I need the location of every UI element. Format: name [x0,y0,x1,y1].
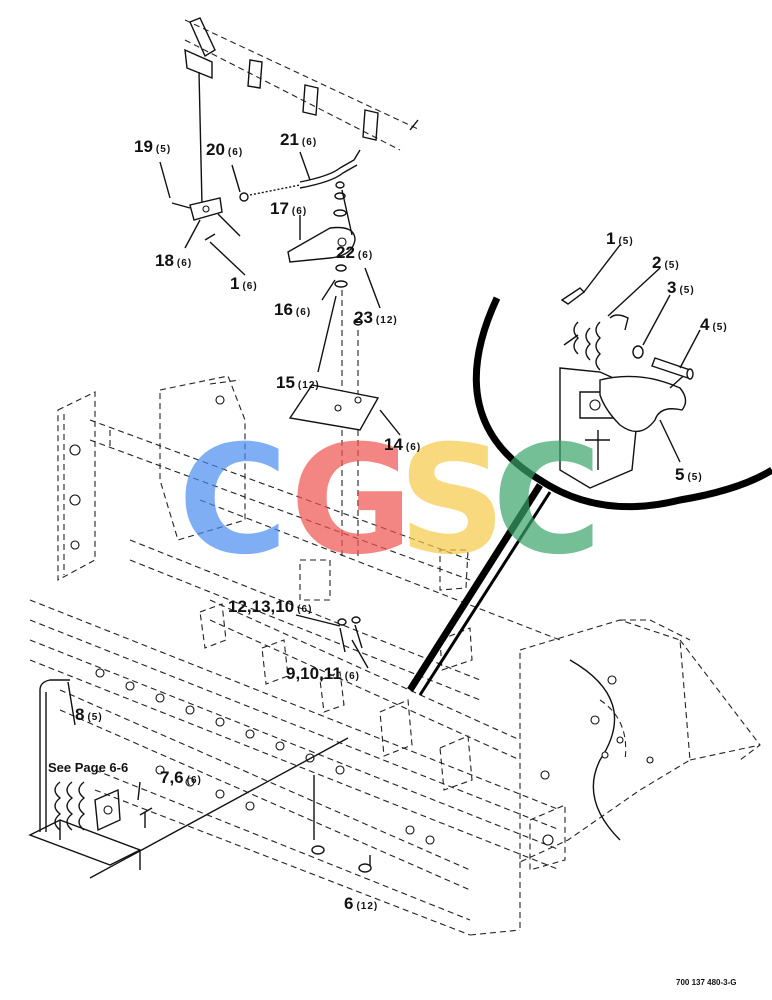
callout-c23: 23(12) [354,308,398,327]
callout-c22: 22(6) [336,243,373,262]
callout-quantity: (6) [406,442,421,453]
watermark-letter: C [492,414,602,588]
callout-number: 7,6 [160,768,184,787]
callout-number: 17 [270,199,289,218]
callout-number: 6 [344,894,353,913]
callout-c21: 21(6) [280,130,317,149]
callout-quantity: (6) [358,250,373,261]
callout-c8: 8(5) [75,705,103,724]
callout-quantity: (5) [156,144,171,155]
callout-c20: 20(6) [206,140,243,159]
callout-number: 5 [675,465,684,484]
callout-c2: 2(5) [652,253,680,272]
callout-c16: 16(6) [274,300,311,319]
callout-number: 20 [206,140,225,159]
callout-quantity: (6) [296,307,311,318]
callout-quantity: (5) [87,712,102,723]
leader-lines [67,151,701,801]
callout-number: 3 [667,278,676,297]
callout-c18: 18(6) [155,251,192,270]
callout-quantity: (6) [187,775,202,786]
callout-c6: 6(12) [344,894,378,913]
callout-quantity: (5) [712,322,727,333]
callout-c12: 12,13,10(6) [228,597,312,616]
callout-quantity: (5) [664,260,679,271]
callout-number: 9,10,11 [286,664,342,683]
callout-quantity: (5) [618,236,633,247]
callout-number: 18 [155,251,174,270]
callout-number: 4 [700,315,710,334]
callout-labels: 19(5)20(6)21(6)17(6)22(6)18(6)1(6)16(6)2… [75,130,728,913]
leader-line [89,737,349,879]
spring-assembly [28,679,153,870]
bolt-set [311,616,372,873]
reference-note: See Page 6-6 [48,760,128,775]
callout-quantity: (6) [228,147,243,158]
clevis-assembly [171,184,301,241]
callout-quantity: (12) [356,901,378,912]
callout-number: 22 [336,243,355,262]
callout-c7: 7,6(6) [160,768,202,787]
pivot-arm [287,181,363,326]
callout-number: 8 [75,705,84,724]
callout-number: 15 [276,373,295,392]
callout-number: 16 [274,300,293,319]
callout-quantity: (12) [376,315,398,326]
callout-c15: 15(12) [276,373,320,392]
callout-quantity: (6) [302,137,317,148]
watermark-letter: S [398,414,506,588]
callout-number: 21 [280,130,299,149]
detail-view [407,287,772,696]
callout-quantity: (6) [242,281,257,292]
callout-number: 1 [230,274,239,293]
callout-c3: 3(5) [667,278,695,297]
callout-c4: 4(5) [700,315,728,334]
callout-number: 23 [354,308,373,327]
drawing-number: 700 137 480-3-G [676,978,737,987]
main-frame [29,375,761,936]
watermark-letter: C [178,414,288,588]
callout-quantity: (6) [297,604,312,615]
watermark: C G S C [178,414,602,588]
callout-c1b: 1(5) [606,229,634,248]
callout-number: 12,13,10 [228,597,294,616]
callout-c17: 17(6) [270,199,307,218]
wear-plate [288,384,380,431]
callout-number: 2 [652,253,661,272]
callout-c14: 14(6) [384,435,421,454]
callout-quantity: (12) [298,380,320,391]
callout-number: 19 [134,137,153,156]
watermark-letter: G [290,414,413,588]
callout-quantity: (5) [679,285,694,296]
callout-quantity: (5) [687,472,702,483]
callout-c1a: 1(6) [230,274,258,293]
callout-c5: 5(5) [675,465,703,484]
callout-c9: 9,10,11(6) [286,664,360,683]
callout-quantity: (6) [345,671,360,682]
callout-number: 14 [384,435,403,454]
callout-quantity: (6) [177,258,192,269]
callout-c19: 19(5) [134,137,171,156]
control-rod [198,71,203,206]
callout-quantity: (6) [292,206,307,217]
upper-mount-bracket [184,17,421,151]
callout-number: 1 [606,229,615,248]
link-rod [299,149,361,183]
